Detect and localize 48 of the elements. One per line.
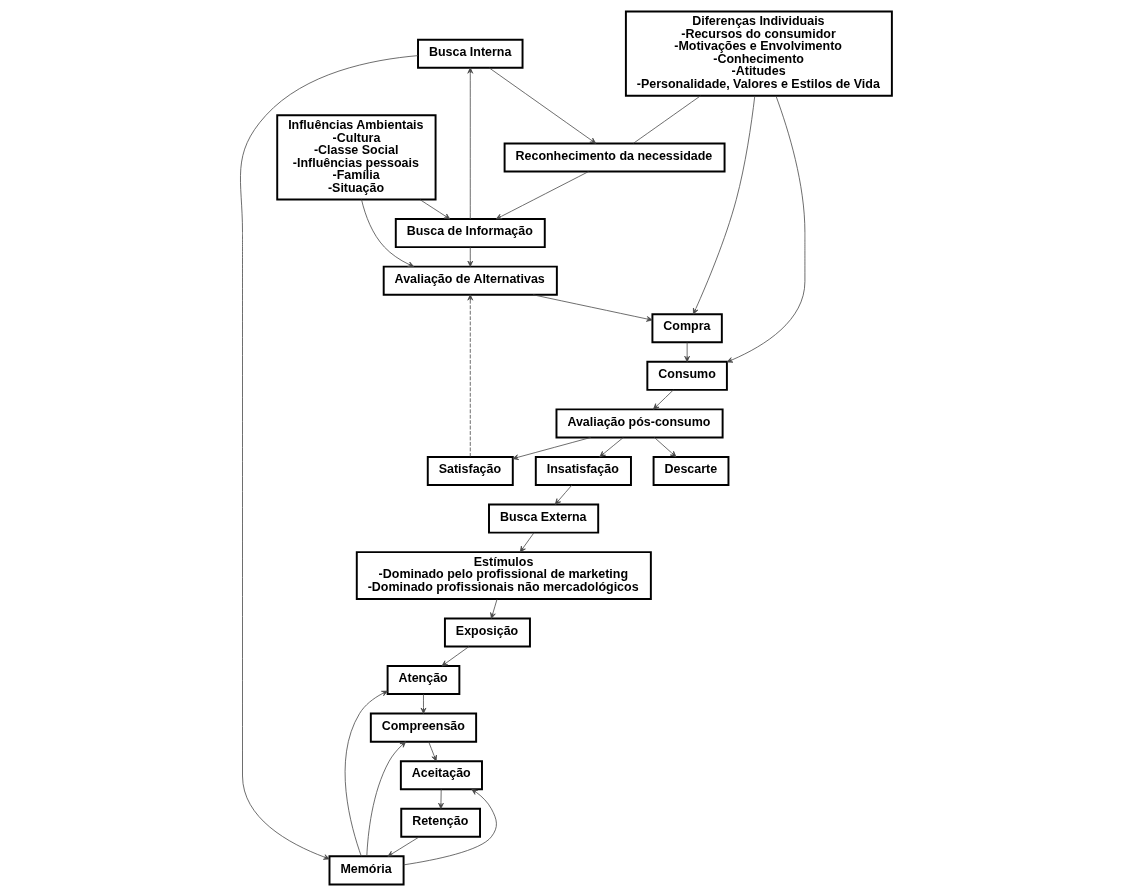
- arrow: [532, 294, 653, 322]
- node-box: Reconhecimento da necessidade: [503, 142, 726, 173]
- node-box: Influências Ambientais -Cultura -Classe Social -Influências pessoais -Família -Situação: [275, 114, 437, 201]
- node-box: Compra: [650, 313, 723, 344]
- node-box: Busca Externa: [487, 503, 599, 534]
- arrow: [365, 741, 406, 857]
- node-box: Avaliação pós-consumo: [555, 408, 724, 439]
- node-box: Aceitação: [399, 760, 483, 791]
- arrow: [692, 95, 755, 315]
- arrow: [239, 55, 418, 860]
- arrow: [488, 67, 596, 144]
- node-box: Avaliação de Alternativas: [382, 265, 558, 296]
- arrow: [554, 484, 572, 505]
- node-box: Satisfação: [426, 456, 514, 487]
- arrow: [511, 437, 591, 460]
- arrow: [441, 646, 469, 667]
- connector: [632, 95, 701, 144]
- arrow: [419, 199, 450, 220]
- arrow: [683, 341, 690, 362]
- arrow: [466, 246, 473, 267]
- node-box: Busca de Informação: [394, 218, 546, 249]
- arrow: [437, 788, 444, 809]
- arrow: [360, 199, 414, 267]
- arrow: [466, 67, 473, 220]
- arrow: [489, 598, 497, 619]
- arrow: [726, 95, 805, 363]
- arrow: [420, 693, 426, 714]
- arrow: [466, 294, 473, 458]
- arrow: [387, 836, 420, 857]
- arrow: [427, 741, 437, 762]
- arrow: [344, 690, 388, 857]
- node-box: Memória: [328, 855, 405, 886]
- node-box: Exposição: [443, 617, 531, 648]
- arrow: [598, 437, 624, 458]
- node-box: Descarte: [652, 456, 729, 487]
- node-box: Atenção: [386, 665, 460, 696]
- node-box: Estímulos -Dominado pelo profissional de marketing -Dominado profissionais não mercadológicos: [355, 551, 652, 600]
- arrow: [402, 788, 497, 866]
- node-box: Consumo: [645, 360, 728, 391]
- node-box: Retenção: [399, 807, 481, 838]
- arrow: [495, 171, 589, 220]
- arrow: [519, 532, 534, 553]
- node-box: Busca Interna: [416, 38, 523, 69]
- arrow: [653, 437, 676, 458]
- node-box: Insatisfação: [534, 456, 632, 487]
- node-box: Compreensão: [369, 712, 477, 743]
- arrow: [652, 389, 674, 410]
- node-box: Diferenças Individuais -Recursos do consumidor -Motivações e Envolvimento -Conhecimento -Atitudes -Personalidade, Valores e Estilos de Vida: [624, 10, 893, 97]
